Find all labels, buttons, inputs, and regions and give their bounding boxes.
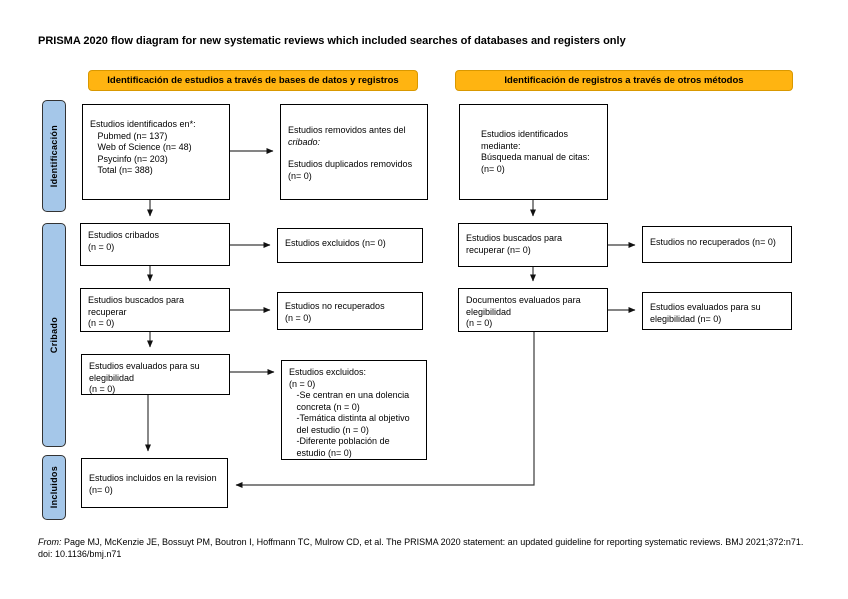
box-removed-before-screening-body: Estudios duplicados removidos (n= 0) [288,159,413,181]
box-studies-sought-retrieval-left-text: Estudios buscados para recuperar (n = 0) [88,295,185,328]
box-studies-identified-databases: Estudios identificados en*: Pubmed (n= 1… [82,104,230,200]
box-studies-assessed-eligibility-right-text: Estudios evaluados para su elegibilidad … [650,302,761,324]
citation-footer-line1: Page MJ, McKenzie JE, Bossuyt PM, Boutro… [61,537,804,547]
box-documents-assessed-eligibility: Documentos evaluados para elegibilidad (… [458,288,608,332]
box-studies-excluded-text: Estudios excluidos (n= 0) [285,238,386,248]
box-studies-sought-retrieval-right: Estudios buscados para recuperar (n= 0) [458,223,608,267]
box-studies-assessed-eligibility-left: Estudios evaluados para su elegibilidad … [81,354,230,395]
box-studies-screened: Estudios cribados (n = 0) [80,223,230,266]
box-studies-not-retrieved-left: Estudios no recuperados (n = 0) [277,292,423,330]
header-databases-registers: Identificación de estudios a través de b… [88,70,418,91]
box-studies-identified-other-methods: Estudios identificados mediante: Búsqued… [459,104,608,200]
box-studies-screened-text: Estudios cribados (n = 0) [88,230,160,252]
stage-label-included: Incluidos [42,455,66,520]
box-studies-sought-retrieval-right-text: Estudios buscados para recuperar (n= 0) [466,233,563,255]
box-studies-identified-other-methods-text: Estudios identificados mediante: Búsqued… [481,129,590,174]
box-studies-identified-databases-text: Estudios identificados en*: Pubmed (n= 1… [90,119,196,175]
box-excluded-reasons-text: Estudios excluidos: (n = 0) -Se centran … [289,367,410,458]
box-studies-not-retrieved-right-text: Estudios no recuperados (n= 0) [650,237,776,247]
citation-footer-line2: doi: 10.1136/bmj.n71 [38,549,122,559]
box-excluded-reasons: Estudios excluidos: (n = 0) -Se centran … [281,360,427,460]
box-studies-assessed-eligibility-right: Estudios evaluados para su elegibilidad … [642,292,792,330]
stage-label-screening: Cribado [42,223,66,447]
header-other-methods: Identificación de registros a través de … [455,70,793,91]
box-studies-excluded: Estudios excluidos (n= 0) [277,228,423,263]
box-documents-assessed-eligibility-text: Documentos evaluados para elegibilidad (… [466,295,581,328]
box-studies-assessed-eligibility-left-text: Estudios evaluados para su elegibilidad … [89,361,200,394]
removed-intro-text: Estudios removidos antes del [288,125,406,135]
box-studies-included-review: Estudios incluidos en la revision (n= 0) [81,458,228,508]
stage-label-identification: Identificación [42,100,66,212]
page-title: PRISMA 2020 flow diagram for new systema… [38,35,626,47]
box-studies-not-retrieved-left-text: Estudios no recuperados (n = 0) [285,301,385,323]
box-studies-not-retrieved-right: Estudios no recuperados (n= 0) [642,226,792,263]
citation-footer: From: Page MJ, McKenzie JE, Bossuyt PM, … [38,536,830,560]
box-removed-before-screening-intro: Estudios removidos antes del cribado: [288,125,420,148]
box-studies-sought-retrieval-left: Estudios buscados para recuperar (n = 0) [80,288,230,332]
box-studies-included-review-text: Estudios incluidos en la revision (n= 0) [89,473,217,495]
citation-footer-from: From: [38,537,62,547]
arrow-docs-to-included [235,332,535,488]
box-removed-before-screening: Estudios removidos antes del cribado: Es… [280,104,428,200]
removed-italic-text: cribado: [288,136,321,147]
